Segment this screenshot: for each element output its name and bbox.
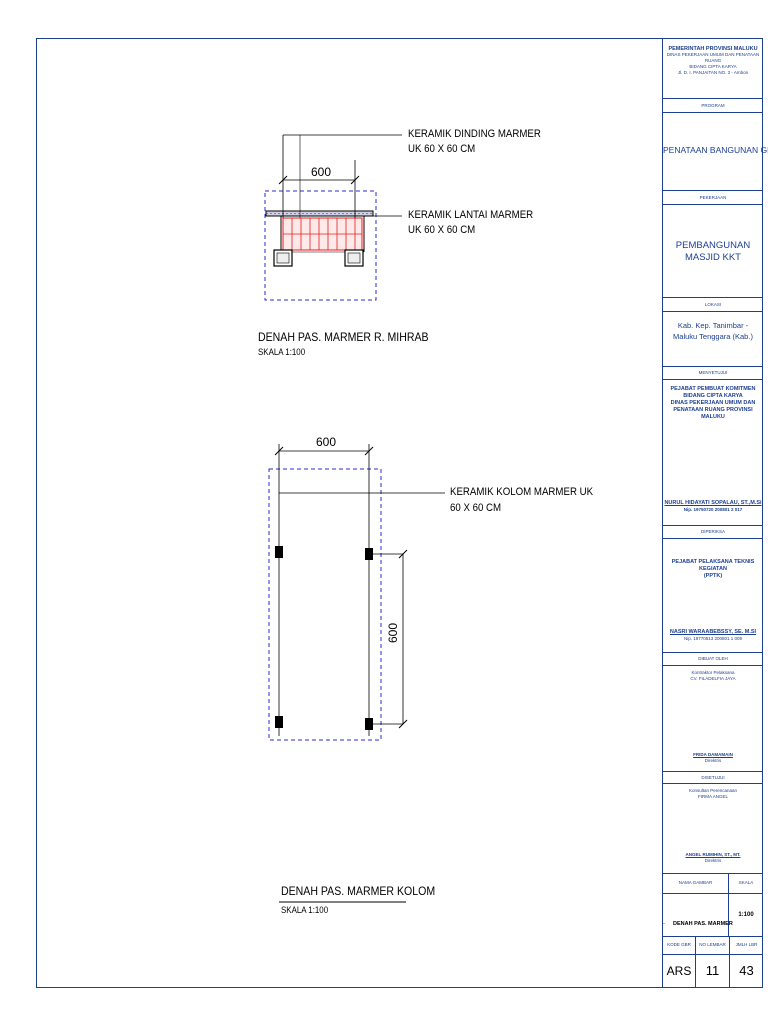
menyetujui-line-1: PEJABAT PEMBUAT KOMITMEN bbox=[670, 386, 756, 392]
pekerjaan-value: PEMBANGUNAN MASJID KKT bbox=[675, 240, 751, 263]
diperiksa-line-1: PEJABAT PELAKSANA TEKNIS KEGIATAN bbox=[671, 559, 755, 572]
mihrab-wall-label-2: UK 60 X 60 CM bbox=[408, 143, 476, 155]
disetujui-role: Direktris bbox=[704, 858, 722, 863]
dibuat-role: Direktris bbox=[704, 758, 722, 763]
nama-gambar-value: DENAH PAS. MARMER bbox=[673, 921, 733, 927]
no-lembar-value: 11 bbox=[705, 963, 720, 978]
mihrab-dashed-boundary bbox=[264, 190, 377, 301]
nama-gambar-label: NAMA GAMBAR bbox=[678, 880, 713, 885]
mihrab-scale: SKALA 1:100 bbox=[258, 347, 306, 357]
kolom-column-label-1: KERAMIK KOLOM MARMER UK bbox=[450, 486, 594, 498]
kolom-column-tl bbox=[275, 546, 283, 558]
program-label: PROGRAM bbox=[701, 103, 725, 108]
kolom-scale: SKALA 1:100 bbox=[281, 905, 329, 915]
kolom-title: DENAH PAS. MARMER KOLOM bbox=[281, 884, 436, 898]
mihrab-wall-label-1: KERAMIK DINDING MARMER bbox=[408, 128, 541, 140]
nama-gambar-prefix: - bbox=[663, 921, 665, 927]
no-lembar-label: NO LEMBAR bbox=[699, 942, 726, 947]
agency-name: PEMERINTAH PROVINSI MALUKU bbox=[668, 46, 758, 52]
title-block: PEMERINTAH PROVINSI MALUKU DINAS PEKERJA… bbox=[662, 38, 768, 988]
menyetujui-line-3: DINAS PEKERJAAN UMUM DAN bbox=[670, 400, 756, 406]
menyetujui-label: MENYETUJUI bbox=[698, 370, 728, 375]
mihrab-dimension: 600 bbox=[311, 165, 332, 179]
kolom-column-br bbox=[365, 718, 373, 730]
disetujui-label: DISETUJUI bbox=[701, 775, 725, 780]
diperiksa-name: NASRI WARAABEBSSY, SE. M.SI bbox=[669, 629, 757, 635]
skala-label: SKALA bbox=[738, 880, 754, 885]
agency-field: BIDANG CIPTA KARYA bbox=[689, 64, 737, 69]
kode-value: ARS bbox=[666, 964, 692, 978]
kolom-dashed-boundary bbox=[268, 468, 382, 741]
menyetujui-line-4: PENATAAN RUANG PROVINSI MALUKU bbox=[673, 407, 753, 420]
menyetujui-line-2: BIDANG CIPTA KARYA bbox=[683, 393, 743, 399]
agency-dept: DINAS PEKERJAAN UMUM DAN PENATAAN RUANG bbox=[666, 52, 760, 63]
jml-label: JMLH LBR bbox=[735, 942, 758, 947]
kolom-column-label-2: 60 X 60 CM bbox=[450, 502, 502, 514]
kolom-dimension-h: 600 bbox=[316, 435, 337, 449]
kolom-column-bl bbox=[275, 716, 283, 728]
agency-address: Jl. D. I. PANJAITAN NO. 3 - Ambon bbox=[677, 70, 749, 75]
mihrab-floor-label-2: UK 60 X 60 CM bbox=[408, 224, 476, 236]
title-block-header: PEMERINTAH PROVINSI MALUKU DINAS PEKERJA… bbox=[663, 38, 763, 99]
disetujui-line-2: FIRMA ANGEL bbox=[697, 794, 728, 799]
disetujui-line-1: Konsultan Perencanaan bbox=[688, 788, 738, 793]
mihrab-plan bbox=[264, 134, 402, 301]
diperiksa-label: DIPERIKSA bbox=[700, 529, 725, 534]
mihrab-title: DENAH PAS. MARMER R. MIHRAB bbox=[258, 330, 429, 344]
dibuat-label: DIBUAT OLEH bbox=[698, 656, 728, 661]
mihrab-floor-label-1: KERAMIK LANTAI MARMER bbox=[408, 209, 534, 221]
disetujui-name: ANGEL RUMIHIN, ST., MT. bbox=[685, 852, 741, 857]
drawing-sheet-border bbox=[36, 38, 763, 988]
pekerjaan-label: PEKERJAAN bbox=[699, 195, 727, 200]
menyetujui-nip: Nip. 19750720 200801 2 017 bbox=[683, 507, 743, 512]
lokasi-label: LOKASI bbox=[704, 302, 722, 307]
menyetujui-name: NURUL HIDAYATI SOPALAU, ST.,M.Si bbox=[664, 500, 762, 506]
dibuat-name: FRIDA DAMAMAIN bbox=[693, 752, 733, 757]
dibuat-line-2: CV. FILADELFIA JAYA bbox=[690, 676, 736, 681]
kode-label: KODE GBR bbox=[667, 942, 691, 947]
dibuat-line-1: Kontraktor Pelaksana bbox=[691, 670, 735, 675]
kolom-column-tr bbox=[365, 548, 373, 560]
kolom-plan bbox=[268, 444, 445, 903]
diperiksa-nip: Nip. 19770513 200801 1 009 bbox=[683, 636, 743, 641]
kolom-dimension-v: 600 bbox=[386, 622, 400, 643]
diperiksa-line-2: (PPTK) bbox=[703, 573, 723, 579]
jml-value: 43 bbox=[739, 963, 754, 978]
skala-value: 1:100 bbox=[738, 912, 754, 918]
program-value: PENATAAN BANGUNAN GEDUNG bbox=[663, 145, 768, 155]
lokasi-value: Kab. Kep. Tanimbar - Maluku Tenggara (Ka… bbox=[673, 321, 753, 341]
